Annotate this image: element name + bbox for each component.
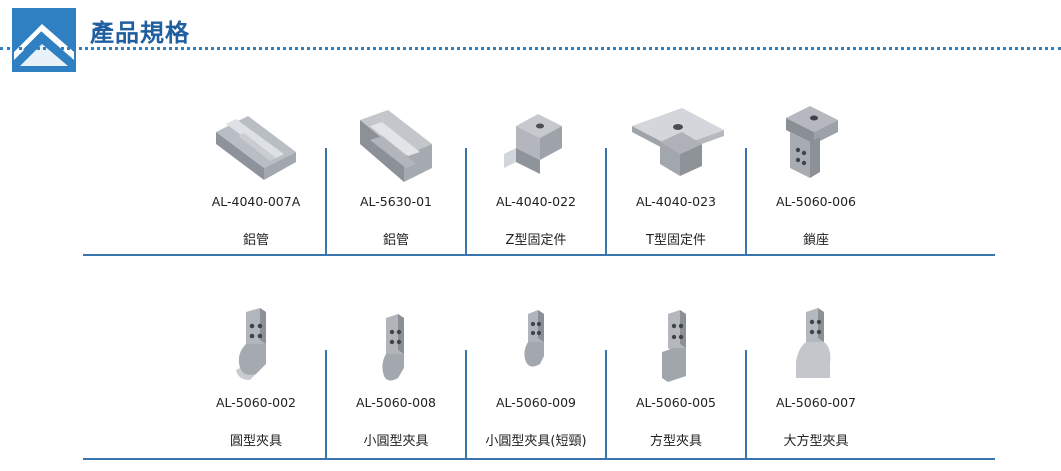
dotted-divider — [0, 47, 1061, 50]
product-name: 小圓型夾具 — [363, 434, 429, 449]
product-item[interactable]: AL-5060-007 大方型夾具 — [746, 300, 886, 460]
product-item[interactable]: AL-5630-01 鋁管 — [326, 100, 467, 256]
product-item[interactable]: AL-5060-006 鎖座 — [746, 100, 886, 256]
product-code: AL-5060-002 — [216, 395, 296, 410]
lock-seat-image — [786, 106, 838, 178]
small-round-clamp-short-image — [524, 310, 544, 367]
roof-logo-icon — [12, 8, 76, 72]
column-divider — [745, 148, 747, 256]
product-name: 鎖座 — [802, 233, 829, 248]
product-code: AL-5630-01 — [359, 194, 433, 209]
square-clamp-image — [662, 310, 686, 382]
row-baseline — [83, 254, 995, 256]
column-divider — [605, 148, 607, 256]
product-code: AL-5060-009 — [496, 395, 576, 410]
aluminium-rail-image — [216, 116, 296, 180]
product-item[interactable]: AL-4040-022 Z型固定件 — [466, 100, 607, 256]
page-title: 產品規格 — [90, 18, 190, 47]
product-code: AL-5060-006 — [776, 194, 856, 209]
product-name: 鋁管 — [382, 233, 409, 248]
row-baseline — [83, 458, 995, 460]
product-code: AL-4040-022 — [496, 194, 576, 209]
aluminium-rail-image — [360, 110, 432, 182]
large-square-clamp-image — [796, 308, 831, 378]
product-code: AL-5060-005 — [636, 395, 716, 410]
column-divider — [465, 350, 467, 460]
column-divider — [325, 148, 327, 256]
product-item[interactable]: AL-4040-023 T型固定件 — [606, 100, 747, 256]
product-code: AL-4040-007A — [211, 194, 301, 209]
column-divider — [745, 350, 747, 460]
product-name: 鋁管 — [242, 233, 269, 248]
product-item[interactable]: AL-5060-008 小圓型夾具 — [326, 300, 467, 460]
product-name: 小圓型夾具(短頸) — [485, 434, 587, 449]
product-name: Z型固定件 — [505, 233, 567, 248]
product-code: AL-4040-023 — [636, 194, 716, 209]
product-name: T型固定件 — [646, 233, 706, 248]
product-item[interactable]: AL-5060-005 方型夾具 — [606, 300, 747, 460]
product-name: 大方型夾具 — [783, 434, 849, 449]
product-item[interactable]: AL-4040-007A 鋁管 — [186, 100, 327, 256]
column-divider — [605, 350, 607, 460]
column-divider — [325, 350, 327, 460]
round-clamp-image — [236, 308, 266, 380]
product-item[interactable]: AL-5060-009 小圓型夾具(短頸) — [466, 300, 607, 460]
column-divider — [465, 148, 467, 256]
product-code: AL-5060-008 — [356, 395, 436, 410]
small-round-clamp-image — [382, 314, 404, 381]
section-header: 產品規格 — [0, 0, 1061, 80]
product-name: 圓型夾具 — [229, 434, 282, 449]
product-row: AL-4040-007A 鋁管 AL-5630-01 鋁管 AL-4040-02… — [83, 100, 995, 256]
product-code: AL-5060-007 — [776, 395, 856, 410]
z-bracket-image — [504, 114, 562, 174]
product-item[interactable]: AL-5060-002 圓型夾具 — [186, 300, 327, 460]
product-name: 方型夾具 — [649, 434, 702, 449]
product-row: AL-5060-002 圓型夾具 AL-5060-008 小圓型夾具 AL-50… — [83, 300, 995, 460]
t-bracket-image — [632, 108, 724, 176]
